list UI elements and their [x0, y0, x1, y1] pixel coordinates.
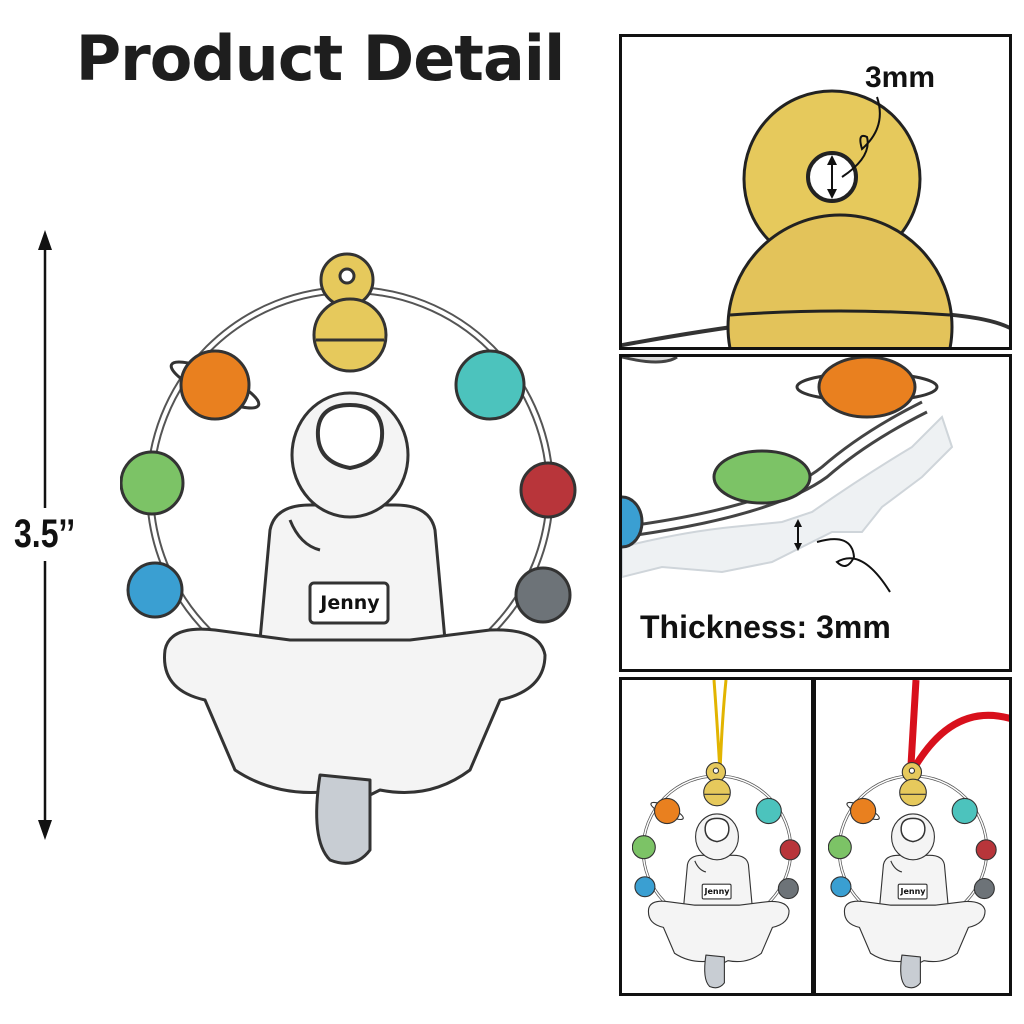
variant-red-ribbon: Jenny	[813, 677, 1012, 996]
ornament-name: Jenny	[318, 592, 380, 614]
variant-gold-string: Jenny	[619, 677, 814, 996]
hole-detail-panel: 3mm	[619, 34, 1012, 350]
variant-name: Jenny	[703, 887, 730, 896]
variant-name: Jenny	[899, 887, 926, 896]
hole-size-label: 3mm	[865, 61, 936, 94]
thickness-label: Thickness: 3mm	[640, 609, 891, 645]
thickness-detail-panel: Thickness: 3mm	[619, 354, 1012, 672]
page-title: Product Detail	[75, 22, 566, 95]
main-ornament-image: Jenny	[120, 250, 580, 880]
height-label: 3.5’’	[14, 508, 76, 561]
